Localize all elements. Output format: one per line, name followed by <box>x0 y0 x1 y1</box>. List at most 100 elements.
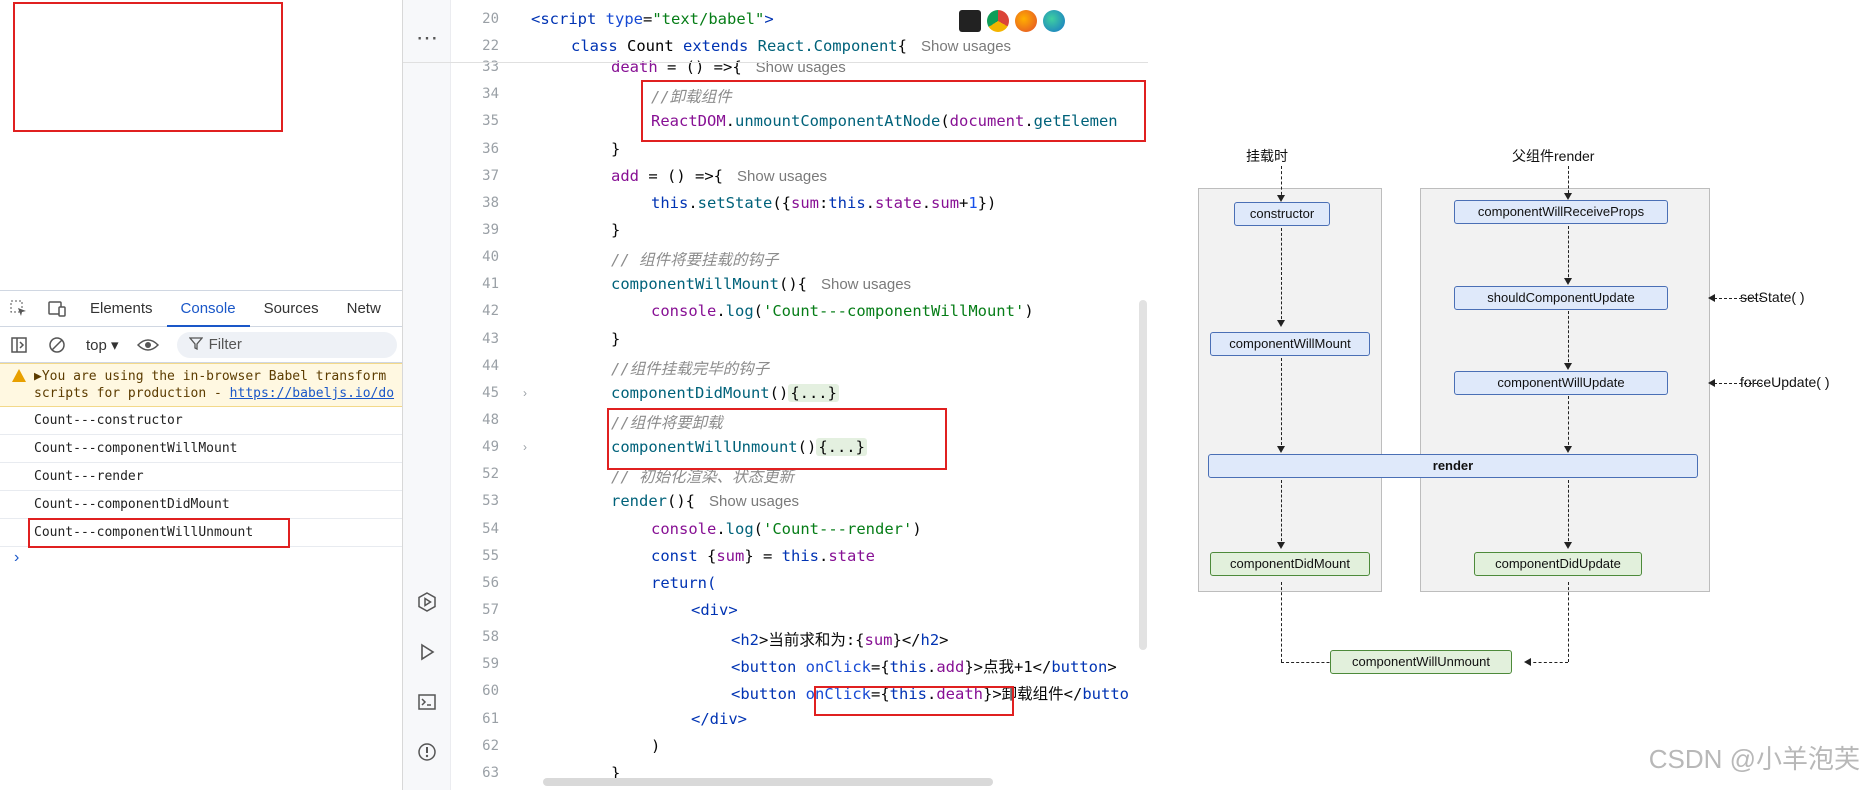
code-line-44: //组件挂载完毕的钩子 <box>611 360 770 378</box>
terminal-icon[interactable] <box>415 690 439 714</box>
lifecycle-diagram: 挂载时 父组件render constructor componentWillM… <box>1148 0 1866 790</box>
show-usages-hint[interactable]: Show usages <box>820 276 912 293</box>
node-component-will-mount: componentWillMount <box>1210 332 1370 356</box>
line-number: 40 <box>482 249 499 265</box>
tab-network[interactable]: Netw <box>346 299 381 317</box>
console-log-row: Count---constructor <box>0 407 402 435</box>
console-log-row: Count---componentWillMount <box>0 435 402 463</box>
folded-code-chip[interactable]: {...} <box>788 384 839 402</box>
line-number: 42 <box>482 303 499 319</box>
arrow-down-icon <box>1277 446 1285 453</box>
connector-line <box>1281 480 1282 546</box>
rendered-component-area <box>13 2 283 132</box>
fold-expand-icon[interactable]: › <box>523 386 527 400</box>
line-number: 44 <box>482 358 499 374</box>
arrow-down-icon <box>1277 320 1285 327</box>
line-number: 36 <box>482 141 499 157</box>
fold-expand-icon[interactable]: › <box>523 440 527 454</box>
console-filter-input[interactable]: Filter <box>176 331 397 358</box>
connector-line <box>1281 358 1282 450</box>
horizontal-scrollbar[interactable] <box>543 778 993 786</box>
code-line-40: // 组件将要挂载的钩子 <box>611 251 779 269</box>
code-line-35: ReactDOM.unmountComponentAtNode(document… <box>651 112 1118 130</box>
code-line-42: console.log('Count---componentWillMount'… <box>651 302 1034 320</box>
node-render: render <box>1208 454 1698 478</box>
code-line-33: death = () =>{Show usages <box>611 58 846 76</box>
firefox-icon[interactable] <box>1015 10 1037 32</box>
inspect-element-icon[interactable] <box>0 291 38 327</box>
connector-line <box>1281 228 1282 324</box>
csdn-watermark: CSDN @小羊泡芙 <box>1648 744 1860 774</box>
line-number: 55 <box>482 548 499 564</box>
connector-line <box>1714 383 1762 384</box>
code-line-60: <button onClick={this.death}>卸载组件</butto <box>731 685 1130 703</box>
devtools-tab-bar: Elements Console Sources Netw <box>0 291 402 327</box>
line-number: 37 <box>482 168 499 184</box>
code-line-22: class Count extends React.Component{Show… <box>571 37 1012 55</box>
code-line-41: componentWillMount(){Show usages <box>611 275 912 293</box>
connector-line <box>1568 480 1569 546</box>
code-line-57: <div> <box>691 601 738 619</box>
tab-sources[interactable]: Sources <box>263 299 319 317</box>
line-number: 43 <box>482 331 499 347</box>
connector-line <box>1568 396 1569 450</box>
label-set-state: setState( ) <box>1740 289 1805 305</box>
filter-icon <box>188 336 203 354</box>
babel-docs-link[interactable]: https://babeljs.io/do <box>229 386 395 401</box>
sidebar-toggle-icon[interactable] <box>0 327 38 363</box>
node-should-component-update: shouldComponentUpdate <box>1454 286 1668 310</box>
devtools-panel: Elements Console Sources Netw top ▾ Filt… <box>0 290 402 790</box>
code-line-52: // 初始化渲染、状态更新 <box>611 468 794 486</box>
warning-text-line1: ▶You are using the in-browser Babel tran… <box>34 369 387 384</box>
arrow-left-icon <box>1708 379 1715 387</box>
line-number: 49 <box>482 439 499 455</box>
line-number: 39 <box>482 222 499 238</box>
line-number: 57 <box>482 602 499 618</box>
connector-line <box>1281 582 1282 662</box>
label-parent-render: 父组件render <box>1512 148 1595 164</box>
tool-window-bar: ⋯ <box>403 0 451 790</box>
warning-text-line2: scripts for production - <box>34 386 230 401</box>
show-usages-hint[interactable]: Show usages <box>737 168 828 185</box>
eye-icon[interactable] <box>129 327 167 363</box>
clear-console-icon[interactable] <box>38 327 76 363</box>
node-component-will-update: componentWillUpdate <box>1454 371 1668 395</box>
edge-icon[interactable] <box>1043 10 1065 32</box>
services-icon[interactable] <box>415 590 439 614</box>
webstorm-icon[interactable] <box>959 10 981 32</box>
code-line-62: ) <box>651 737 661 755</box>
folded-code-chip[interactable]: {...} <box>816 438 867 456</box>
code-line-55: const {sum} = this.state <box>651 547 876 565</box>
code-line-36: } <box>611 140 621 158</box>
console-toolbar: top ▾ Filter <box>0 327 402 363</box>
will-unmount-highlight <box>607 408 947 470</box>
connector-line <box>1568 582 1569 662</box>
babel-warning-message: ▶You are using the in-browser Babel tran… <box>0 363 402 407</box>
show-usages-hint[interactable]: Show usages <box>755 59 846 76</box>
connector-line <box>1568 226 1569 282</box>
device-toolbar-icon[interactable] <box>38 291 76 327</box>
code-line-58: <h2>当前求和为:{sum}</h2> <box>731 631 949 649</box>
console-prompt[interactable]: › <box>14 549 20 566</box>
line-number: 38 <box>482 195 499 211</box>
code-line-43: } <box>611 330 621 348</box>
line-number: 48 <box>482 412 499 428</box>
run-icon[interactable] <box>415 640 439 664</box>
more-options-icon[interactable]: ⋯ <box>416 25 438 50</box>
code-line-53: render(){Show usages <box>611 492 800 510</box>
show-usages-hint[interactable]: Show usages <box>920 38 1012 55</box>
chrome-icon[interactable] <box>987 10 1009 32</box>
tab-elements[interactable]: Elements <box>90 299 153 317</box>
tab-console[interactable]: Console <box>166 291 250 327</box>
code-line-61: </div> <box>691 710 748 728</box>
problems-icon[interactable] <box>415 740 439 764</box>
console-log-row: Count---componentDidMount <box>0 491 402 519</box>
arrow-down-icon <box>1564 278 1572 285</box>
browser-pane: Elements Console Sources Netw top ▾ Filt… <box>0 0 402 790</box>
line-number: 53 <box>482 493 499 509</box>
arrow-down-icon <box>1564 363 1572 370</box>
context-selector[interactable]: top ▾ <box>86 336 119 354</box>
show-usages-hint[interactable]: Show usages <box>709 493 800 510</box>
node-component-will-receive-props: componentWillReceiveProps <box>1454 200 1668 224</box>
vertical-scrollbar[interactable] <box>1139 300 1147 650</box>
